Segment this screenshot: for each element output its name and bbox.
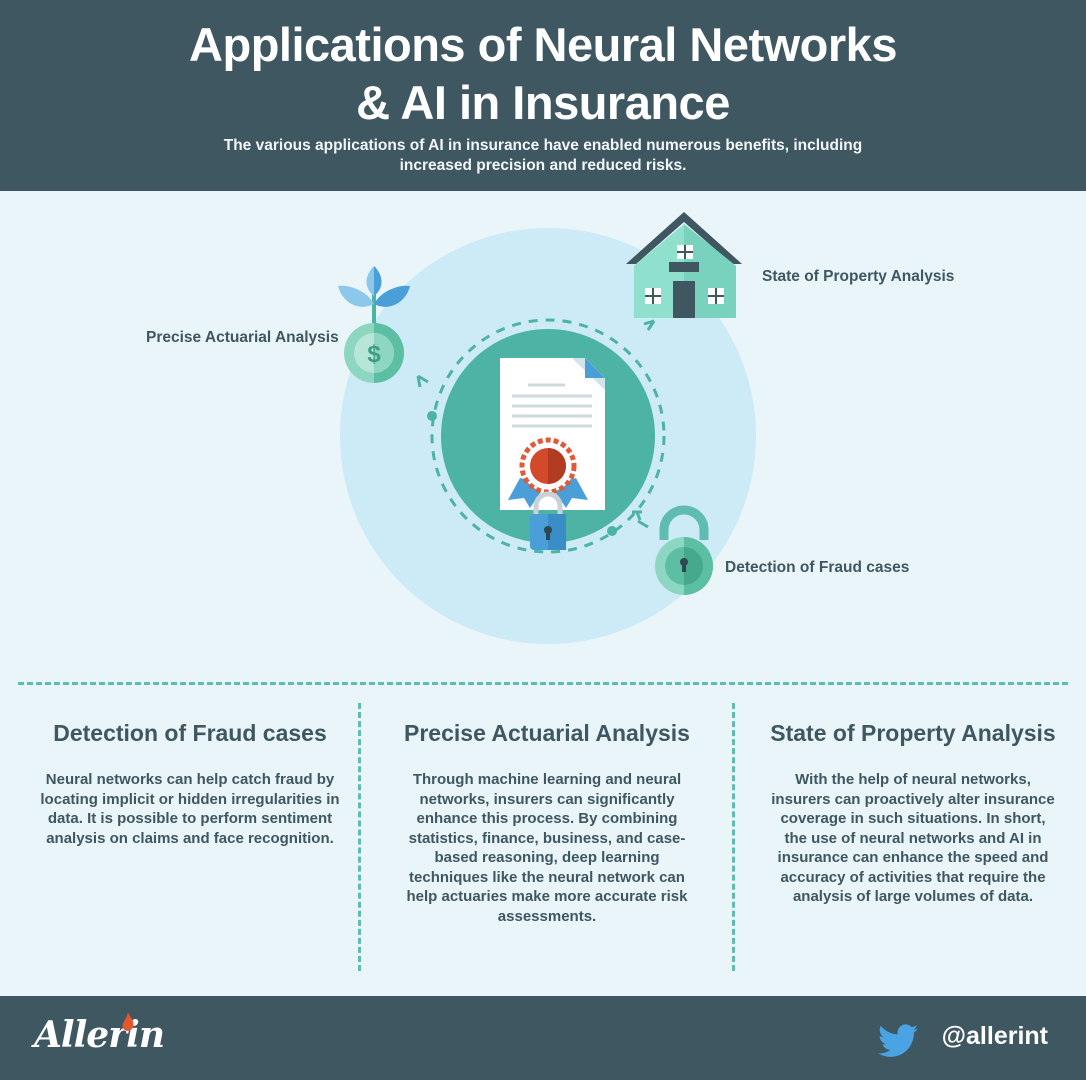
column-body: Neural networks can help catch fraud by …	[40, 771, 340, 847]
padlock-icon	[655, 505, 713, 595]
column-divider	[358, 703, 361, 971]
flame-icon	[122, 1012, 134, 1031]
label-actuarial: Precise Actuarial Analysis	[146, 329, 339, 346]
column-title: Precise Actuarial Analysis	[404, 720, 690, 746]
certificate-document-icon	[500, 358, 605, 550]
dashed-ring	[430, 318, 666, 554]
column-actuarial: Precise Actuarial Analysis Through machi…	[396, 718, 698, 926]
twitter-handle[interactable]: @allerint	[941, 1022, 1048, 1050]
hero-graphic: $	[338, 212, 756, 644]
page-subtitle: The various applications of AI in insura…	[223, 137, 863, 174]
twitter-bird-icon[interactable]	[878, 1024, 918, 1058]
label-fraud: Detection of Fraud cases	[725, 559, 910, 576]
footer: Allerin @allerint	[0, 996, 1086, 1080]
column-title: Detection of Fraud cases	[53, 720, 327, 746]
column-divider	[732, 703, 735, 971]
allerin-logo: Allerin	[34, 1014, 165, 1056]
column-fraud: Detection of Fraud cases Neural networks…	[30, 718, 350, 848]
hero-illustration: $ Precise	[0, 191, 1086, 671]
plant-dollar-coin-icon: $	[338, 266, 410, 383]
house-icon	[626, 212, 742, 318]
column-property: State of Property Analysis With the help…	[768, 718, 1058, 907]
column-title: State of Property Analysis	[770, 720, 1056, 746]
page-title: Applications of Neural Networks & AI in …	[189, 18, 897, 129]
header: Applications of Neural Networks & AI in …	[0, 0, 1086, 191]
section-divider	[18, 682, 1068, 685]
column-body: With the help of neural networks, insure…	[771, 771, 1055, 905]
svg-text:$: $	[367, 341, 381, 368]
label-property: State of Property Analysis	[762, 268, 955, 285]
column-body: Through machine learning and neural netw…	[406, 771, 688, 925]
